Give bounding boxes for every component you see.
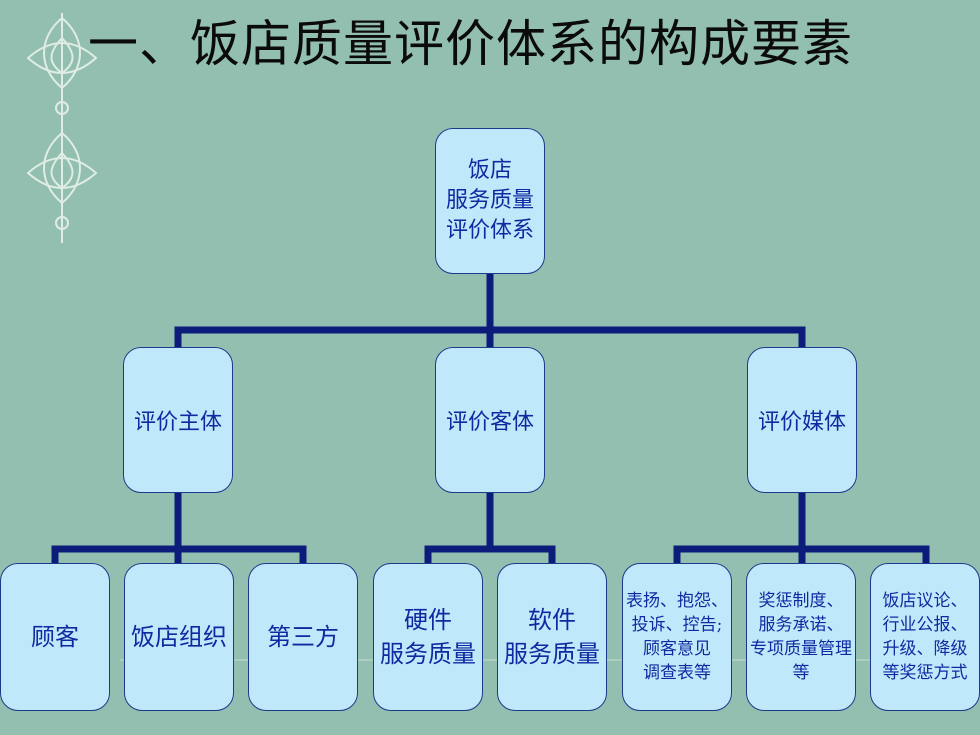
- decorative-ornament: [26, 13, 98, 243]
- node-evaluation-media: 评价媒体: [747, 347, 857, 493]
- node-evaluation-subject: 评价主体: [123, 347, 233, 493]
- leaf-hardware-quality: 硬件 服务质量: [373, 563, 483, 711]
- leaf-customer: 顾客: [0, 563, 110, 711]
- leaf-hotel-organization: 饭店组织: [124, 563, 234, 711]
- leaf-praise-complaints: 表扬、抱怨、 投诉、控告; 顾客意见 调查表等: [622, 563, 732, 711]
- leaf-industry-reports: 饭店议论、 行业公报、 升级、降级 等奖惩方式: [870, 563, 980, 711]
- node-evaluation-object: 评价客体: [435, 347, 545, 493]
- leaf-third-party: 第三方: [248, 563, 358, 711]
- page-title: 一、饭店质量评价体系的构成要素: [88, 15, 853, 73]
- root-node: 饭店 服务质量 评价体系: [435, 128, 545, 274]
- leaf-reward-system: 奖惩制度、 服务承诺、 专项质量管理 等: [746, 563, 856, 711]
- leaf-software-quality: 软件 服务质量: [497, 563, 607, 711]
